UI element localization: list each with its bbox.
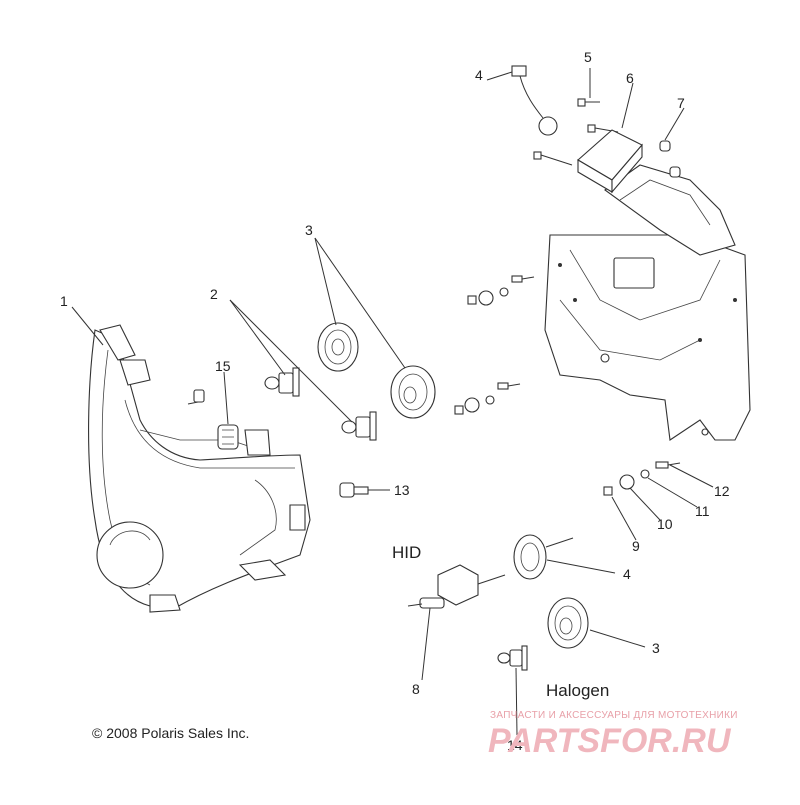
callout-6: 6 (626, 70, 634, 86)
bulb-2-upper (264, 367, 300, 397)
watermark: ЗАПЧАСТИ И АКСЕССУАРЫ ДЛЯ МОТОТЕХНИКИ PA… (488, 710, 738, 760)
hid-cap-4 (513, 534, 574, 580)
mounting-bracket (544, 164, 751, 441)
halogen-cap-3 (547, 597, 589, 649)
connector-15 (217, 424, 239, 450)
callout-12: 12 (714, 483, 730, 499)
hid-bulb-8 (407, 564, 506, 609)
watermark-logo: PARTSFOR.RU (488, 722, 732, 760)
dust-cap-3-lower (390, 365, 436, 419)
callout-8: 8 (412, 681, 420, 697)
callout-9: 9 (632, 538, 640, 554)
callout-5: 5 (584, 49, 592, 65)
hid-label: HID (392, 543, 421, 562)
callout-7: 7 (677, 95, 685, 111)
callout-3-top: 3 (305, 222, 313, 238)
ballast-6 (577, 129, 643, 194)
grommet-set-lower (603, 461, 681, 496)
grommet-set-upper (467, 275, 535, 306)
copyright-text: © 2008 Polaris Sales Inc. (92, 725, 249, 741)
callout-13: 13 (394, 482, 410, 498)
halogen-bulb-14 (497, 645, 528, 671)
callout-3-halogen: 3 (652, 640, 660, 656)
callout-14: 14 (507, 737, 523, 753)
callout-10: 10 (657, 516, 673, 532)
dust-cap-3-upper (317, 322, 359, 372)
headlight-housing (88, 324, 311, 613)
leader-lines (71, 68, 714, 736)
bolt-small (187, 389, 205, 405)
screw-5 (577, 98, 600, 107)
callout-1: 1 (60, 293, 68, 309)
callout-4-top: 4 (475, 67, 483, 83)
callout-15: 15 (215, 358, 231, 374)
bulb-2-lower (341, 411, 377, 441)
halogen-label: Halogen (546, 681, 609, 700)
callout-2: 2 (210, 286, 218, 302)
watermark-tagline: ЗАПЧАСТИ И АКСЕССУАРЫ ДЛЯ МОТОТЕХНИКИ (490, 710, 738, 721)
spacer-7 (659, 140, 681, 178)
grommet-set-middle (454, 382, 521, 415)
callout-4-hid: 4 (623, 566, 631, 582)
igniter-4-top (511, 65, 558, 136)
callout-11: 11 (695, 503, 710, 519)
callout-numbers: 1 2 3 4 5 6 7 8 9 10 11 12 13 14 15 4 3 (60, 49, 730, 753)
bolt-13 (339, 482, 369, 498)
